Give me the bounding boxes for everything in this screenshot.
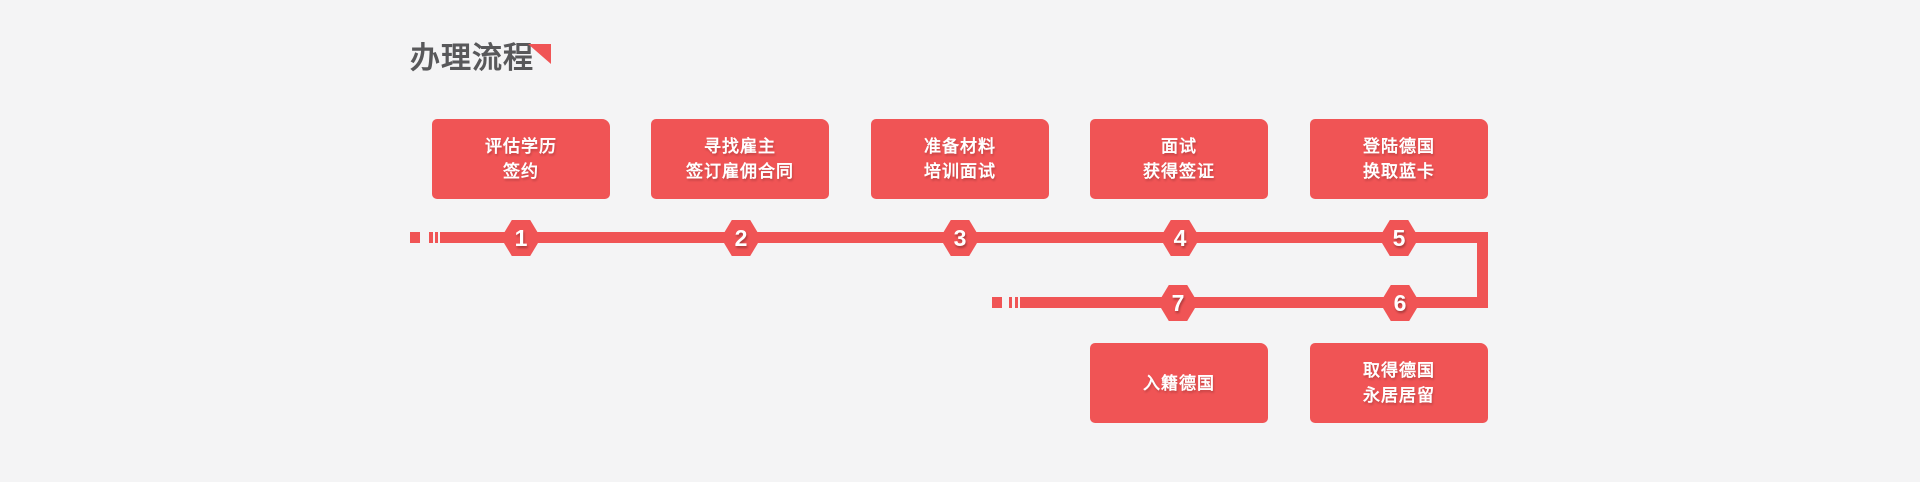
timeline-row1-dash-square	[410, 232, 420, 243]
step-badge-7: 7	[1158, 285, 1198, 321]
step-1-label-line1: 评估学历	[485, 137, 557, 156]
section-title: 办理流程	[410, 42, 534, 75]
step-box-5: 登陆德国 换取蓝卡	[1310, 119, 1488, 199]
step-box-4: 面试 获得签证	[1090, 119, 1268, 199]
timeline-row2-dash-thin-2	[1014, 297, 1018, 308]
step-badge-6: 6	[1380, 285, 1420, 321]
step-badge-1: 1	[501, 220, 541, 256]
step-badge-4: 4	[1160, 220, 1200, 256]
step-2-label-line1: 寻找雇主	[704, 137, 776, 156]
step-box-7: 入籍德国	[1090, 343, 1268, 423]
step-3-label-line2: 培训面试	[924, 162, 996, 181]
timeline-wrap-connector	[1477, 232, 1488, 308]
step-3-label-line1: 准备材料	[924, 137, 996, 156]
timeline-row2-line	[1020, 297, 1488, 308]
step-badge-5: 5	[1379, 220, 1419, 256]
timeline-row2-dash-thin-1	[1008, 297, 1012, 308]
step-box-3: 准备材料 培训面试	[871, 119, 1049, 199]
step-badge-3: 3	[940, 220, 980, 256]
step-box-1: 评估学历 签约	[432, 119, 610, 199]
step-2-label-line2: 签订雇佣合同	[686, 162, 794, 181]
step-4-label-line2: 获得签证	[1143, 162, 1215, 181]
step-box-2: 寻找雇主 签订雇佣合同	[651, 119, 829, 199]
timeline-row1-dash-thin-1	[429, 232, 433, 243]
step-box-6: 取得德国 永居居留	[1310, 343, 1488, 423]
step-6-label-line2: 永居居留	[1363, 386, 1435, 405]
step-badge-2: 2	[721, 220, 761, 256]
step-4-label-line1: 面试	[1161, 137, 1197, 156]
step-6-label-line1: 取得德国	[1363, 361, 1435, 380]
step-5-label-line1: 登陆德国	[1363, 137, 1435, 156]
timeline-row2-dash-square	[992, 297, 1002, 308]
timeline-row1-dash-thin-2	[434, 232, 438, 243]
step-7-label-line1: 入籍德国	[1143, 373, 1215, 393]
step-1-label-line2: 签约	[503, 162, 539, 181]
step-5-label-line2: 换取蓝卡	[1363, 162, 1435, 181]
